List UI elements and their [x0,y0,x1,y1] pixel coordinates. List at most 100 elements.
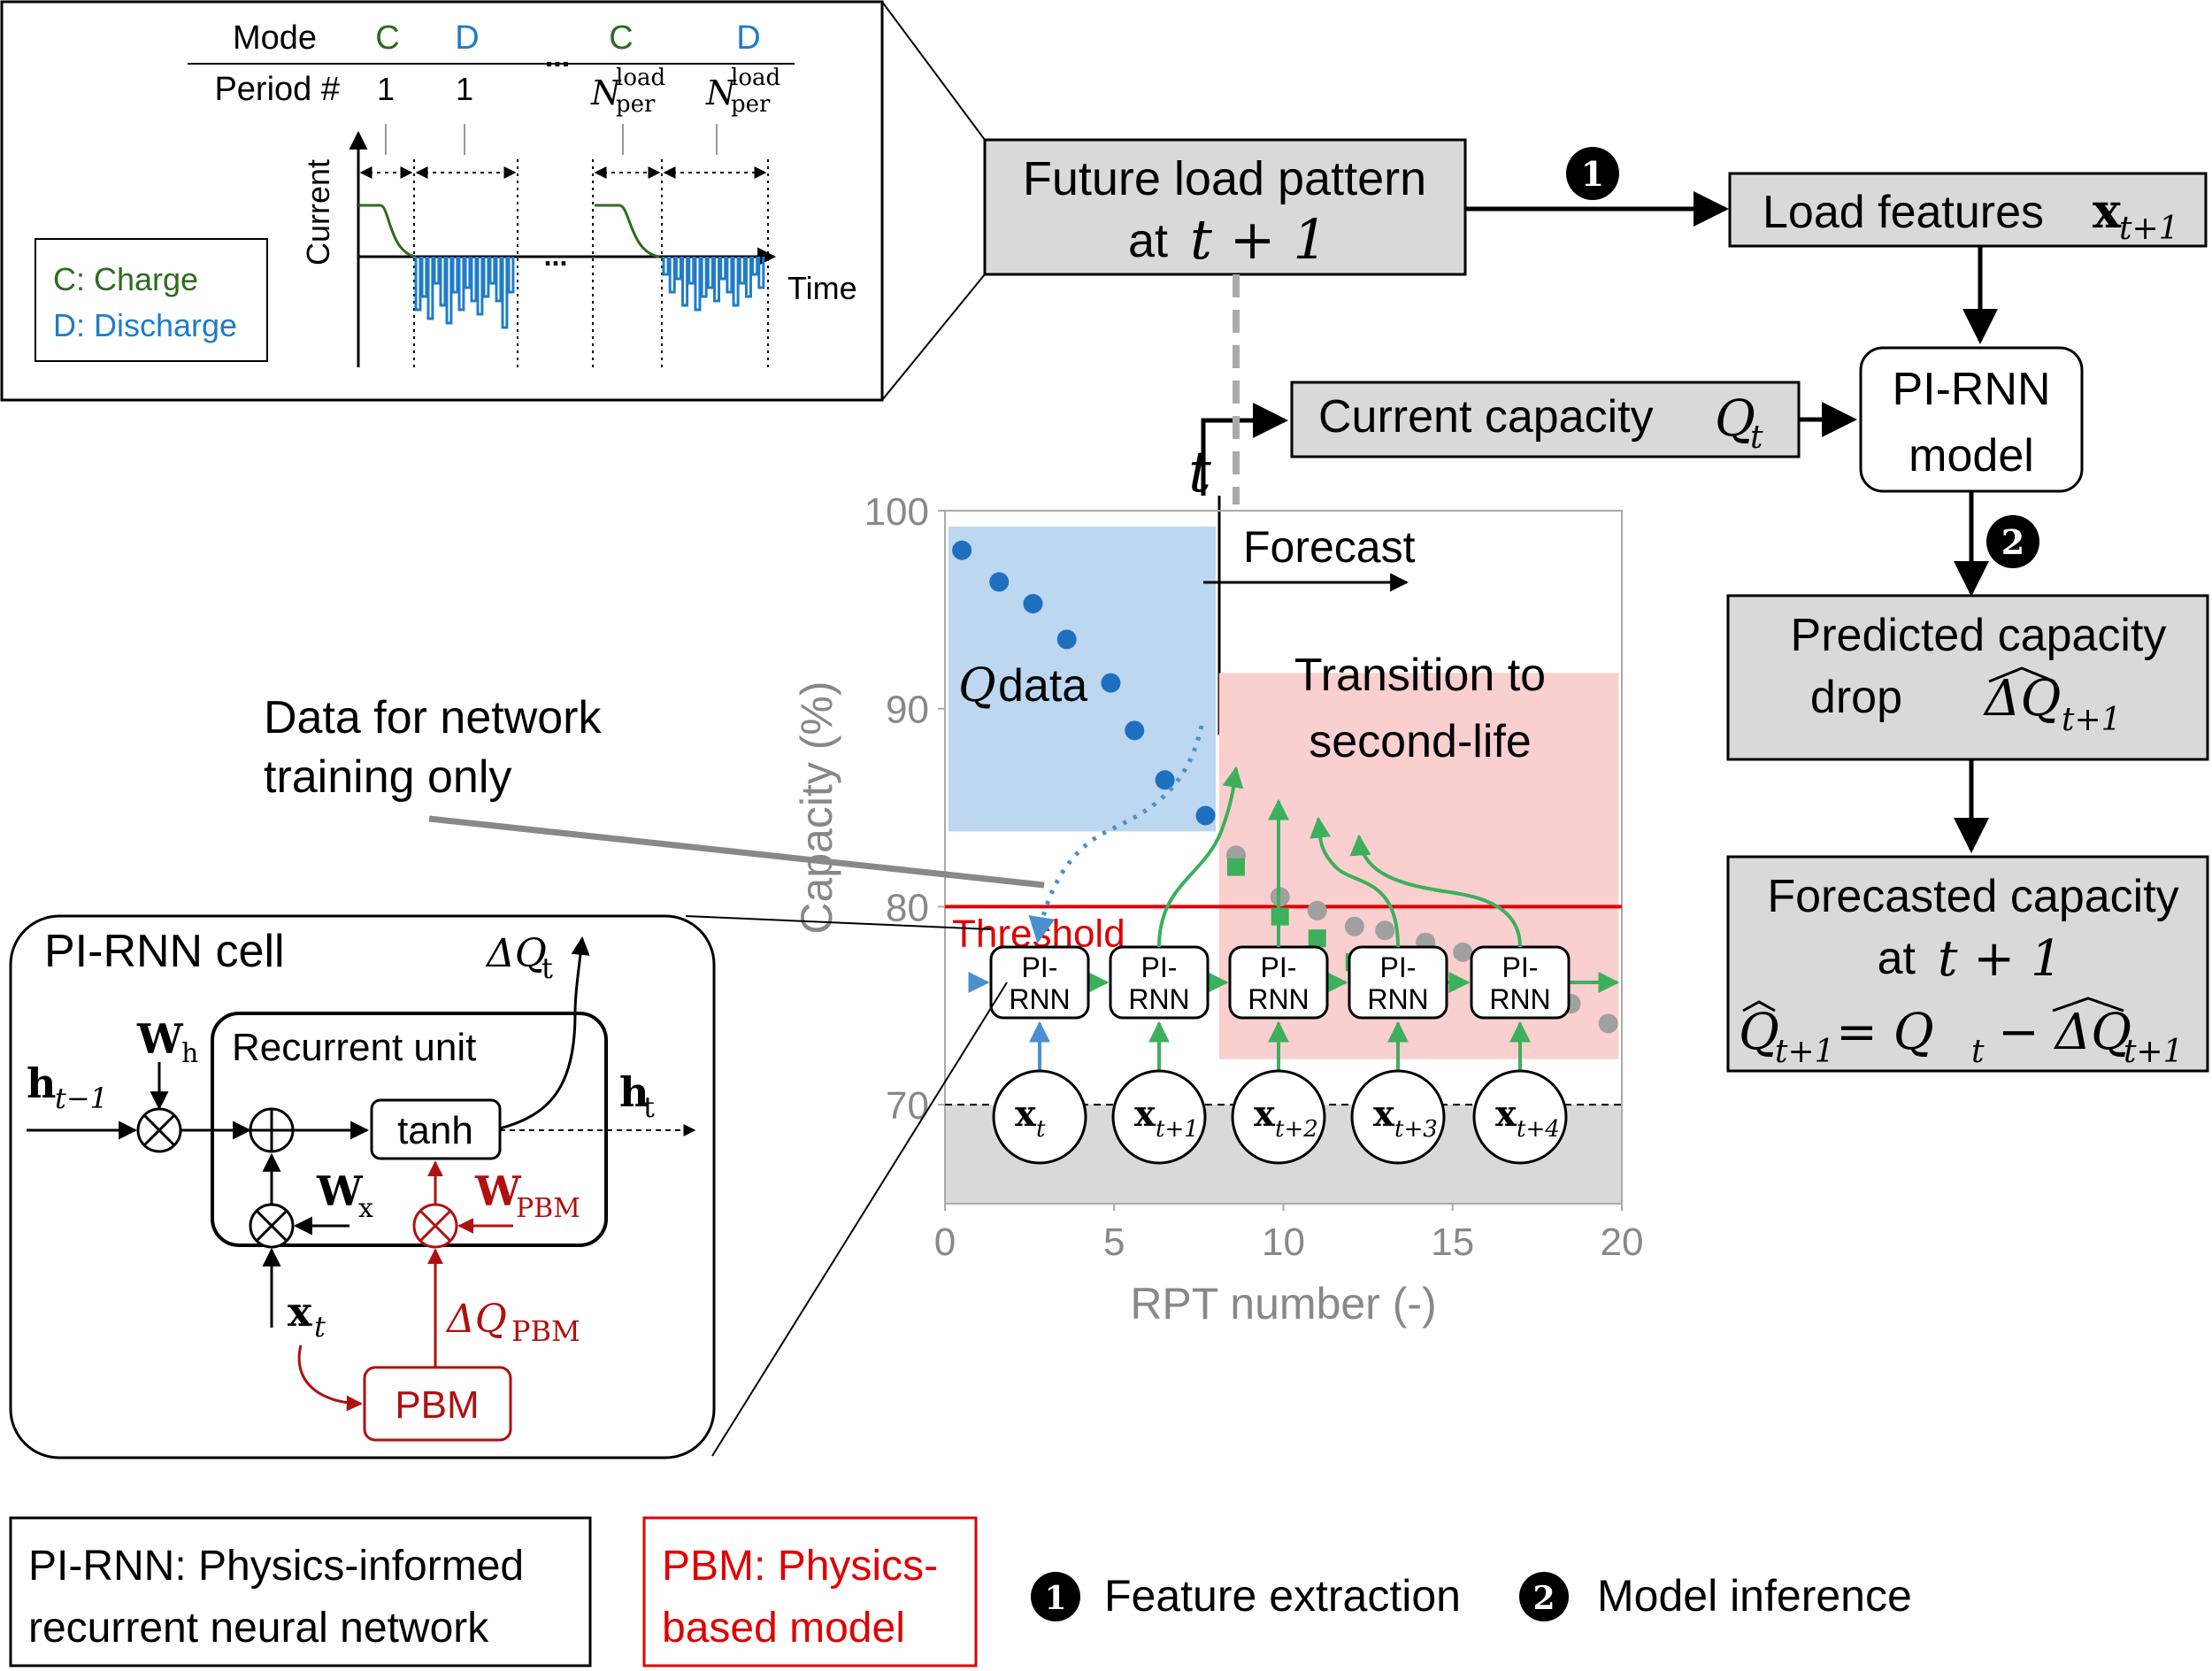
h-t: h [619,1068,649,1116]
pirnn-cell-label-2: RNN [1009,983,1070,1015]
measured-capacity-point [952,540,972,560]
recurrent-unit-label: Recurrent unit [232,1026,476,1069]
eq-qt: = Q [1836,1004,1934,1061]
pirnn-cell-label-2: RNN [1248,983,1309,1015]
predicted-drop-box: Predicted capacity drop ΔQ t+1 [1726,594,2209,761]
output-link [1157,766,1244,948]
table-ellipsis: ... [545,40,570,73]
current-axis-label: Current [300,159,336,266]
pirnn-model-line1: PI-RNN [1892,364,2050,415]
input-circle [1231,1069,1326,1165]
pbm-box: PBM [363,1366,512,1442]
h-prev: h [27,1059,56,1107]
dq-pbm: ΔQ [445,1297,507,1342]
zoom-line-top [881,1,986,141]
charge-curve-1 [358,204,417,258]
svg-text:per: per [731,91,771,118]
predicted-hat [1988,666,2055,683]
mult-h [136,1107,182,1153]
forecasted-capacity-box: Forecasted capacity at t + 1 Q t+1 = Q t… [1726,855,2209,1073]
mode-label: Mode [233,19,317,57]
pirnn-cell-box [989,945,1090,1020]
plus-node [249,1107,295,1153]
mode-d2: D [736,19,760,57]
y-tick-label: 100 [864,490,929,534]
arrow-t-to-capacity [1201,403,1288,496]
predicted-sub: t+1 [2062,702,2122,738]
measured-capacity-point [1101,673,1121,693]
true-future-capacity-point [1344,916,1364,936]
axis-ellipsis: ... [544,240,568,272]
svg-text:per: per [616,91,656,118]
input-circle [992,1069,1087,1165]
forecast-capacity-point [1226,858,1245,876]
input-symbol: x [1495,1093,1517,1135]
svg-text:1: 1 [1581,154,1604,194]
data-training-line1: Data for network [264,692,602,743]
input-symbol: x [1015,1093,1037,1135]
svg-text:N: N [705,73,737,112]
forecasted-line1: Forecasted capacity [1767,871,2178,922]
step2-badge: 2 [1986,515,2039,568]
svg-text:load: load [616,65,665,91]
mult-x [249,1203,295,1249]
input-subscript: t+2 [1275,1116,1318,1143]
future-load-line1: Future load pattern [1023,152,1426,205]
legend-step2-text: Model inference [1597,1571,1912,1621]
q-data-text: data [998,660,1087,712]
pirnn-definition-box [9,1516,592,1667]
pirnn-cell: PI-RNN [1348,945,1448,1020]
input-symbol: x [1254,1093,1276,1135]
svg-text:2: 2 [1532,1580,1555,1617]
h-prev-sub: t−1 [55,1082,108,1115]
legend-step1-text: Feature extraction [1104,1571,1461,1621]
pirnn-model-box: PI-RNN model [1859,346,2084,493]
eq-qhat-sub: t+1 [1775,1034,1835,1070]
predicted-line1: Predicted capacity [1791,610,2167,661]
w-x: W [316,1167,364,1215]
period-ticks [385,124,718,155]
measured-capacity-point [1125,720,1145,741]
x-tick-label: 10 [1262,1221,1305,1264]
legend-step2-badge: 2 [1519,1572,1569,1621]
mult-pbm [412,1203,458,1249]
n-per-load-1: N load per [590,65,665,118]
x-tick-label: 20 [1601,1221,1644,1264]
cell-frame [9,914,716,1459]
input-circle [1350,1069,1446,1165]
x-tick-label: 15 [1431,1221,1474,1264]
pbm-definition-box [642,1516,978,1667]
y-axis-label: Capacity (%) [792,681,841,934]
legend-step1-badge: 1 [1031,1572,1080,1621]
pirnn-def-line1: PI-RNN: Physics-informed [28,1543,524,1590]
input-symbol: x [1134,1093,1156,1135]
legend-discharge: D: Discharge [53,307,237,343]
current-capacity-text: Current capacity [1318,391,1654,443]
pirnn-cell-label-1: PI- [1502,951,1539,983]
transition-line2: second-life [1309,716,1531,767]
future-load-box: Future load pattern at t + 1 [983,138,1467,276]
true-future-capacity-point [1375,920,1395,941]
w-x-sub: x [358,1193,373,1224]
x-axis-label: RPT number (-) [1130,1279,1436,1328]
zoom-line-bottom [881,273,986,401]
w-h: W [136,1015,184,1063]
pirnn-cell-label-1: PI- [1380,951,1417,983]
discharge-bar-group [414,257,515,329]
pirnn-cell-label-2: RNN [1489,983,1550,1015]
pirnn-cell: PI-RNN [989,945,1090,1020]
load-features-sym: x [2093,182,2122,239]
pirnn-cell-label-1: PI- [1141,951,1178,983]
eq-qt-sub: t [1971,1034,1985,1070]
data-to-first-cell-link [1028,725,1204,943]
pbm-label: PBM [395,1383,479,1427]
y-tick-label: 80 [886,886,929,929]
input-symbol: x [1373,1093,1395,1135]
transition-line1: Transition to [1294,650,1546,701]
period-boundaries [413,159,769,372]
cell-zoom-line-top [685,915,992,930]
tanh-to-dqt [499,936,590,1130]
